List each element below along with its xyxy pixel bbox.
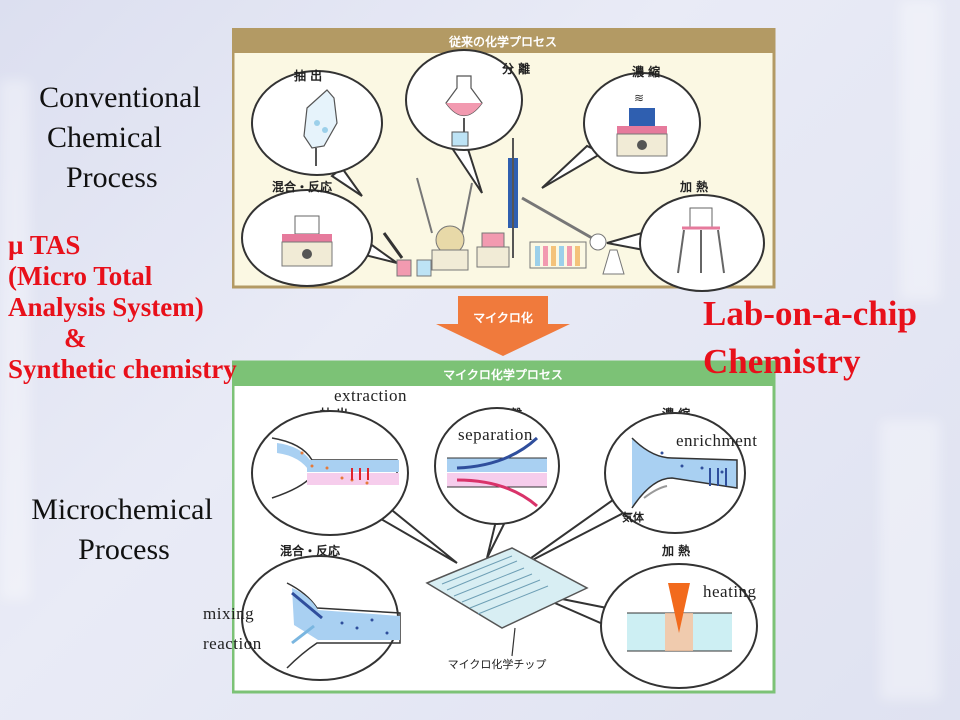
bubble-label-heating: 加 熱 (679, 179, 708, 194)
bubble-mixing: 混合・反応 (241, 179, 398, 287)
conventional-line-1: Conventional (39, 81, 201, 114)
annotation-heating: heating (703, 582, 757, 601)
microchip: マイクロ化学チップ (425, 547, 589, 671)
annotation-mixing: mixing (203, 604, 255, 623)
bubble-separation: 分 離 (405, 49, 530, 194)
process-diagram: 従来の化学プロセス 抽 出 分 離 濃 縮 ≋ (232, 28, 776, 694)
lab-line-1: Lab-on-a-chip (703, 294, 917, 333)
bubble-label-mixing: 混合・反応 (272, 179, 332, 194)
bubble-label-extraction: 抽 出 (294, 68, 322, 83)
background-streak (900, 0, 940, 300)
micro-bubble-extraction (251, 410, 409, 536)
lab-apparatus (382, 138, 625, 277)
mutas-line-2: (Micro Total (8, 261, 153, 291)
bubble-label-separation: 分 離 (502, 61, 530, 76)
annotation-enrichment: enrichment (676, 431, 758, 450)
mutas-line-5: Synthetic chemistry (8, 354, 237, 384)
chip-label: マイクロ化学チップ (448, 657, 547, 671)
bubble-heating: 加 熱 (606, 179, 765, 292)
bottom-panel-title: マイクロ化学プロセス (443, 367, 563, 382)
gas-label: 気体 (622, 510, 645, 524)
annotation-reaction: reaction (203, 634, 262, 653)
bottom-label-mixing: 混合・反応 (280, 543, 340, 558)
annotation-extraction: extraction (334, 386, 407, 405)
bubble-extraction: 抽 出 (251, 68, 383, 197)
background-streak (0, 80, 30, 600)
microchemical-process-panel: マイクロ化学プロセス 抽 出 分 離 濃 縮 混合・反応 加 熱 (232, 360, 776, 694)
mutas-line-4: & (64, 323, 87, 353)
microfication-arrow: マイクロ化 (436, 296, 570, 356)
annotation-separation: separation (458, 425, 533, 444)
micro-bubble-concentration: 気体 (604, 412, 746, 534)
mutas-line-3: Analysis System) (8, 292, 204, 322)
microchemical-process-label: Microchemical Process (4, 490, 240, 570)
test-tube-rack (529, 241, 587, 269)
conventional-line-3: Process (66, 161, 158, 194)
mutas-line-1: µ TAS (8, 230, 81, 260)
bubble-label-concentration: 濃 縮 (632, 64, 660, 79)
conventional-process-label: Conventional Chemical Process (10, 78, 230, 198)
conventional-line-2: Chemical (47, 121, 162, 154)
microchemical-line-1: Microchemical (31, 493, 213, 526)
top-panel-title: 従来の化学プロセス (448, 34, 557, 49)
micro-bubble-heating (600, 563, 758, 689)
lab-on-chip-label: Lab-on-a-chip Chemistry (703, 290, 917, 386)
microchemical-line-2: Process (78, 533, 170, 566)
bubble-concentration: 濃 縮 ≋ (541, 64, 701, 189)
bottom-label-heating: 加 熱 (661, 543, 690, 558)
micro-bubble-separation (434, 407, 560, 525)
svg-text:≋: ≋ (634, 91, 644, 105)
lab-line-2: Chemistry (703, 342, 861, 381)
mutas-label: µ TAS (Micro Total Analysis System) & Sy… (8, 230, 237, 385)
micro-bubble-mixing (241, 555, 401, 681)
conventional-process-panel: 従来の化学プロセス 抽 出 分 離 濃 縮 ≋ (232, 28, 776, 292)
background-streak (880, 420, 940, 700)
arrow-label: マイクロ化 (473, 310, 533, 325)
